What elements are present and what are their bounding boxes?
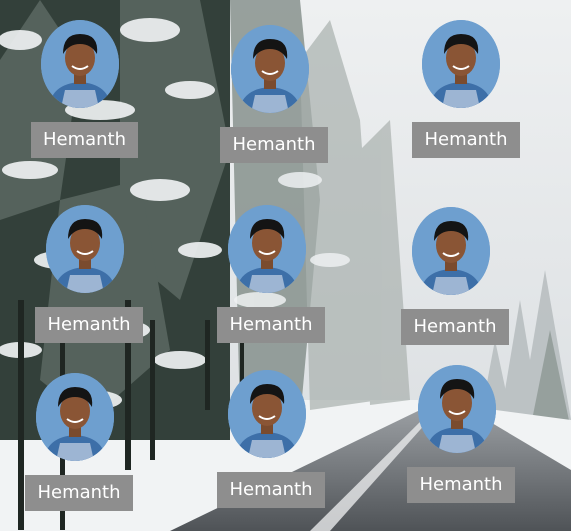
profile-name-label: Hemanth: [412, 122, 520, 158]
avatar[interactable]: [422, 20, 500, 108]
profile-name-label: Hemanth: [25, 475, 133, 511]
avatar[interactable]: [231, 25, 309, 113]
person-photo-icon: [41, 20, 119, 108]
person-photo-icon: [36, 373, 114, 461]
profile-name-label: Hemanth: [35, 307, 143, 343]
person-photo-icon: [228, 370, 306, 458]
profile-name-label: Hemanth: [217, 307, 325, 343]
avatar[interactable]: [41, 20, 119, 108]
profile-name-label: Hemanth: [407, 467, 515, 503]
profile-name-label: Hemanth: [220, 127, 328, 163]
person-photo-icon: [418, 365, 496, 453]
person-photo-icon: [422, 20, 500, 108]
person-photo-icon: [46, 205, 124, 293]
person-photo-icon: [228, 205, 306, 293]
avatar[interactable]: [412, 207, 490, 295]
avatar[interactable]: [36, 373, 114, 461]
person-photo-icon: [412, 207, 490, 295]
avatar[interactable]: [228, 205, 306, 293]
avatar[interactable]: [418, 365, 496, 453]
profile-name-label: Hemanth: [401, 309, 509, 345]
avatar[interactable]: [228, 370, 306, 458]
person-photo-icon: [231, 25, 309, 113]
profile-name-label: Hemanth: [31, 122, 138, 158]
profile-name-label: Hemanth: [217, 472, 325, 508]
avatar[interactable]: [46, 205, 124, 293]
